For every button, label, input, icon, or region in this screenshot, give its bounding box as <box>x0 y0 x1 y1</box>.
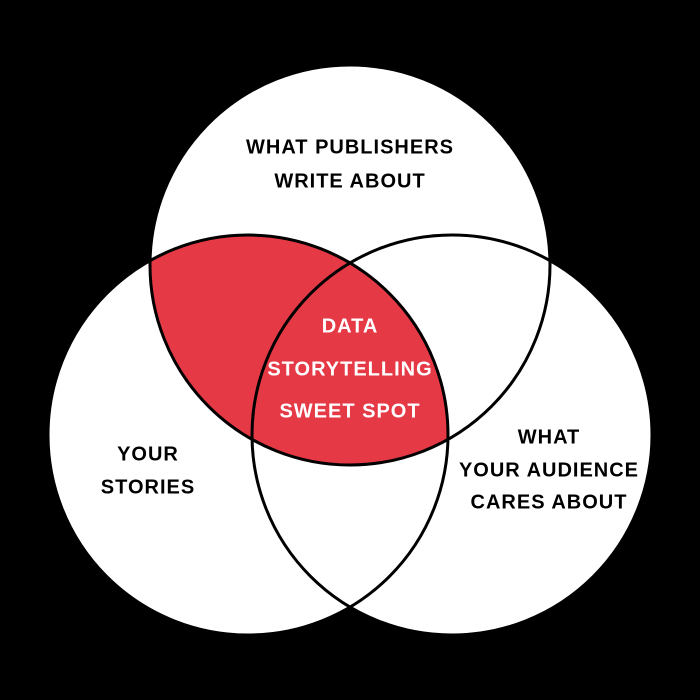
circle-outline-right <box>250 233 654 637</box>
label-audience-line-2: YOUR AUDIENCE <box>459 459 639 481</box>
label-sweet-spot-line-2: STORYTELLING <box>267 358 432 380</box>
label-your-stories-line-2: STORIES <box>101 476 195 498</box>
label-your-stories-line-1: YOUR <box>117 443 179 465</box>
circle-outline-top <box>148 63 552 467</box>
circle-outline-left <box>46 233 450 637</box>
label-sweet-spot-line-1: DATA <box>322 315 379 337</box>
label-audience-line-1: WHAT <box>518 426 581 448</box>
label-sweet-spot-line-3: SWEET SPOT <box>279 400 420 422</box>
label-publishers-line-1: WHAT PUBLISHERS <box>246 136 454 158</box>
label-audience-line-3: CARES ABOUT <box>471 491 628 513</box>
label-publishers-line-2: WRITE ABOUT <box>274 170 425 192</box>
